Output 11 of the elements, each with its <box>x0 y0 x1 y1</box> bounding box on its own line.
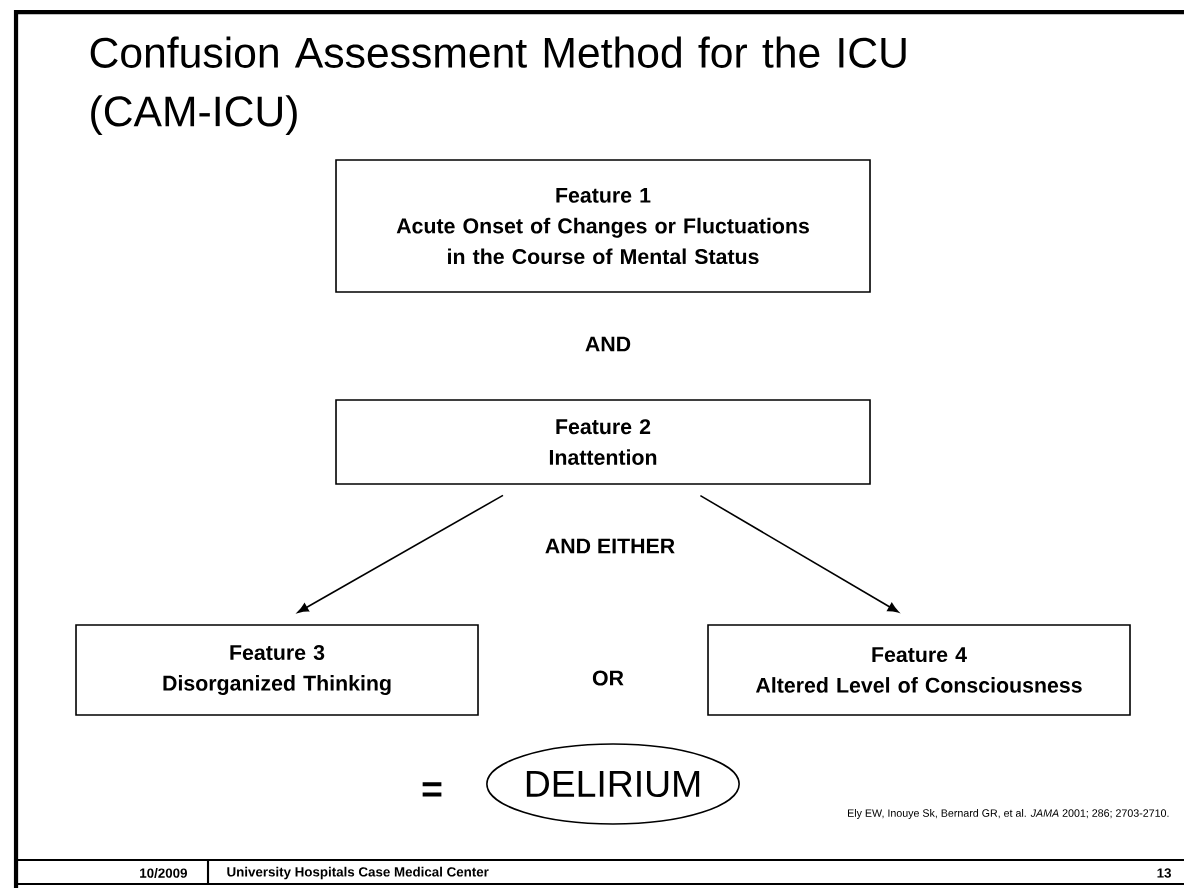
connector-word: AND <box>585 336 631 352</box>
equals-sign: = <box>422 782 442 797</box>
arrow <box>699 494 899 613</box>
feature-box: Feature 3 Disorganized Thinking <box>75 624 479 716</box>
title: Confusion Assessment Method for the ICU (CAM-ICU) <box>90 36 906 135</box>
feature-box: Feature 4 Altered Level of Consciousness <box>707 624 1131 716</box>
feature-box: Feature 2 Inattention <box>335 399 871 485</box>
connector-word: OR <box>592 670 624 686</box>
arrow <box>297 494 504 613</box>
connector-word: AND EITHER <box>545 538 675 554</box>
feature-box: Feature 1 Acute Onset of Changes or Fluctuations in the Course of Mental Status <box>335 159 871 293</box>
